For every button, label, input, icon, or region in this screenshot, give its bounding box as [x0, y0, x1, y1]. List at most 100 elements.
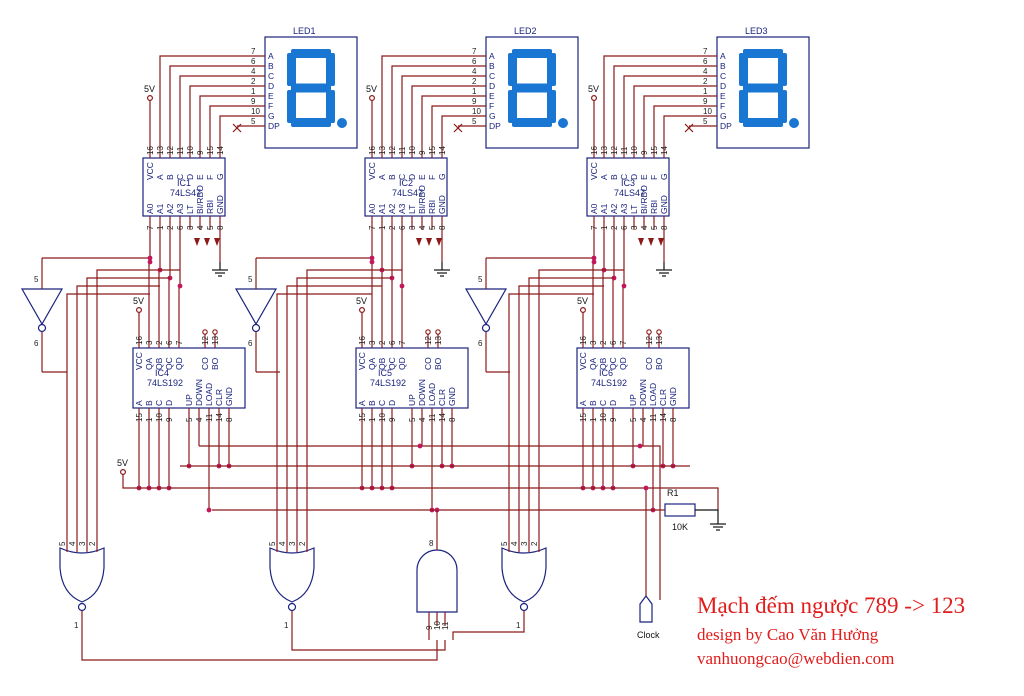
counter-pin-name: GND: [447, 387, 457, 406]
led-pin-number: 5: [703, 117, 708, 126]
wire: [411, 85, 458, 144]
counter-pin-name: D: [164, 400, 174, 406]
decoder-pin-number: 6: [620, 225, 629, 230]
decoder-pin-name: RBI: [205, 200, 215, 214]
counter-pin-name: D: [608, 400, 618, 406]
counter-pin-number: 11: [428, 413, 437, 422]
wire: [613, 65, 689, 144]
decoder-pin-number: 1: [156, 225, 165, 230]
decoder-pin-name: LT: [185, 205, 195, 214]
decoder-pin-number: 4: [640, 225, 649, 230]
inverter-body: [20, 288, 64, 326]
decoder-pin-name: A2: [165, 203, 175, 214]
pullup-arrow: [436, 238, 442, 246]
pullup-arrow: [214, 238, 220, 246]
nor-gate-pin-number: 1: [284, 621, 289, 630]
led-segment: [512, 118, 552, 127]
decoder-part: 74LS47: [614, 188, 645, 198]
wire: [592, 230, 595, 334]
wire: [209, 105, 237, 144]
junction-dot: [621, 283, 627, 289]
counter-pin-number: 8: [669, 417, 678, 422]
inverter-pin-number: 6: [34, 339, 39, 348]
inverter-pin-number: 5: [34, 275, 39, 284]
wire: [401, 75, 458, 144]
ground-symbol: [656, 262, 672, 277]
led-pin-name: A: [489, 51, 495, 61]
decoder-pin-number: 8: [660, 225, 669, 230]
pullup-arrow: [426, 238, 432, 246]
wire: [518, 285, 604, 538]
wire: [232, 123, 242, 133]
decoder-pin-number: 6: [176, 225, 185, 230]
decoder-pin-name: A3: [619, 203, 629, 214]
led-pin-number: 2: [703, 77, 708, 86]
power-terminal: [369, 94, 376, 101]
wire: [159, 55, 237, 144]
led-segment: [778, 90, 787, 123]
decoder-pin-number: 16: [146, 146, 155, 155]
junction-dot: [147, 255, 153, 261]
pullup-arrow: [658, 238, 664, 246]
decoder-pin-number: 5: [428, 225, 437, 230]
led-pin-number: 9: [703, 97, 708, 106]
junction-dot: [637, 443, 643, 449]
led-segment: [287, 90, 296, 123]
counter-pin-name: A: [357, 400, 367, 406]
decoder-pin-number: 16: [590, 146, 599, 155]
decoder-pin-number: 3: [630, 225, 639, 230]
clock-connector: [639, 595, 653, 623]
counter-pin-name: CO: [644, 357, 654, 370]
decoder-pin-name: A: [155, 174, 165, 180]
decoder-pin-name: A1: [377, 203, 387, 214]
decoder-pin-number: 8: [438, 225, 447, 230]
counter-pin-name: QD: [174, 357, 184, 370]
led-pin-number: 2: [251, 77, 256, 86]
counter-pin-name: QC: [608, 357, 618, 370]
led-pin-number: 4: [703, 67, 708, 76]
wire: [306, 269, 402, 538]
nor-gate-pin-number: 1: [516, 621, 521, 630]
led-pin-name: E: [268, 91, 274, 101]
counter-pin-name: UP: [407, 394, 417, 406]
decoder-pin-number: 13: [378, 146, 387, 155]
decoder-pin-name: A3: [397, 203, 407, 214]
counter-pin-name: QB: [598, 357, 608, 370]
wire: [633, 85, 689, 144]
junction-dot: [206, 507, 212, 513]
counter-pin-name: UP: [628, 394, 638, 406]
wire: [538, 269, 624, 538]
led-segment: [291, 83, 331, 93]
counter-name: IC4: [155, 368, 169, 378]
counter-part: 74LS192: [370, 378, 406, 388]
decoder-pin-number: 7: [590, 225, 599, 230]
counter-pin-name: DOWN: [638, 379, 648, 406]
counter-pin-number: 13: [655, 336, 664, 345]
power-label: 5V: [356, 296, 367, 306]
decoder-pin-name: GND: [215, 195, 225, 214]
decoder-pin-name: LT: [407, 205, 417, 214]
power-label: 5V: [588, 84, 599, 94]
decoder-pin-number: 12: [388, 146, 397, 155]
led-segment: [512, 83, 552, 93]
counter-pin-number: 14: [438, 413, 447, 422]
led-pin-name: C: [720, 71, 726, 81]
led-segment: [508, 53, 517, 86]
wire: [219, 115, 237, 144]
decoder-pin-name: E: [195, 174, 205, 180]
nor-gate-pin-number: 2: [88, 541, 97, 546]
pin-terminal: [656, 329, 662, 335]
counter-pin-name: C: [377, 400, 387, 406]
decoder-pin-number: 5: [650, 225, 659, 230]
and-gate-pin-number: 10: [433, 621, 442, 630]
nor-gate-pin-number: 3: [78, 541, 87, 546]
counter-pin-number: 12: [645, 336, 654, 345]
led-segment: [743, 49, 783, 58]
led-decimal-point: [337, 118, 347, 128]
wire: [179, 75, 237, 144]
power-terminal: [136, 307, 143, 314]
counter-part: 74LS192: [147, 378, 183, 388]
led-pin-number: 5: [472, 117, 477, 126]
